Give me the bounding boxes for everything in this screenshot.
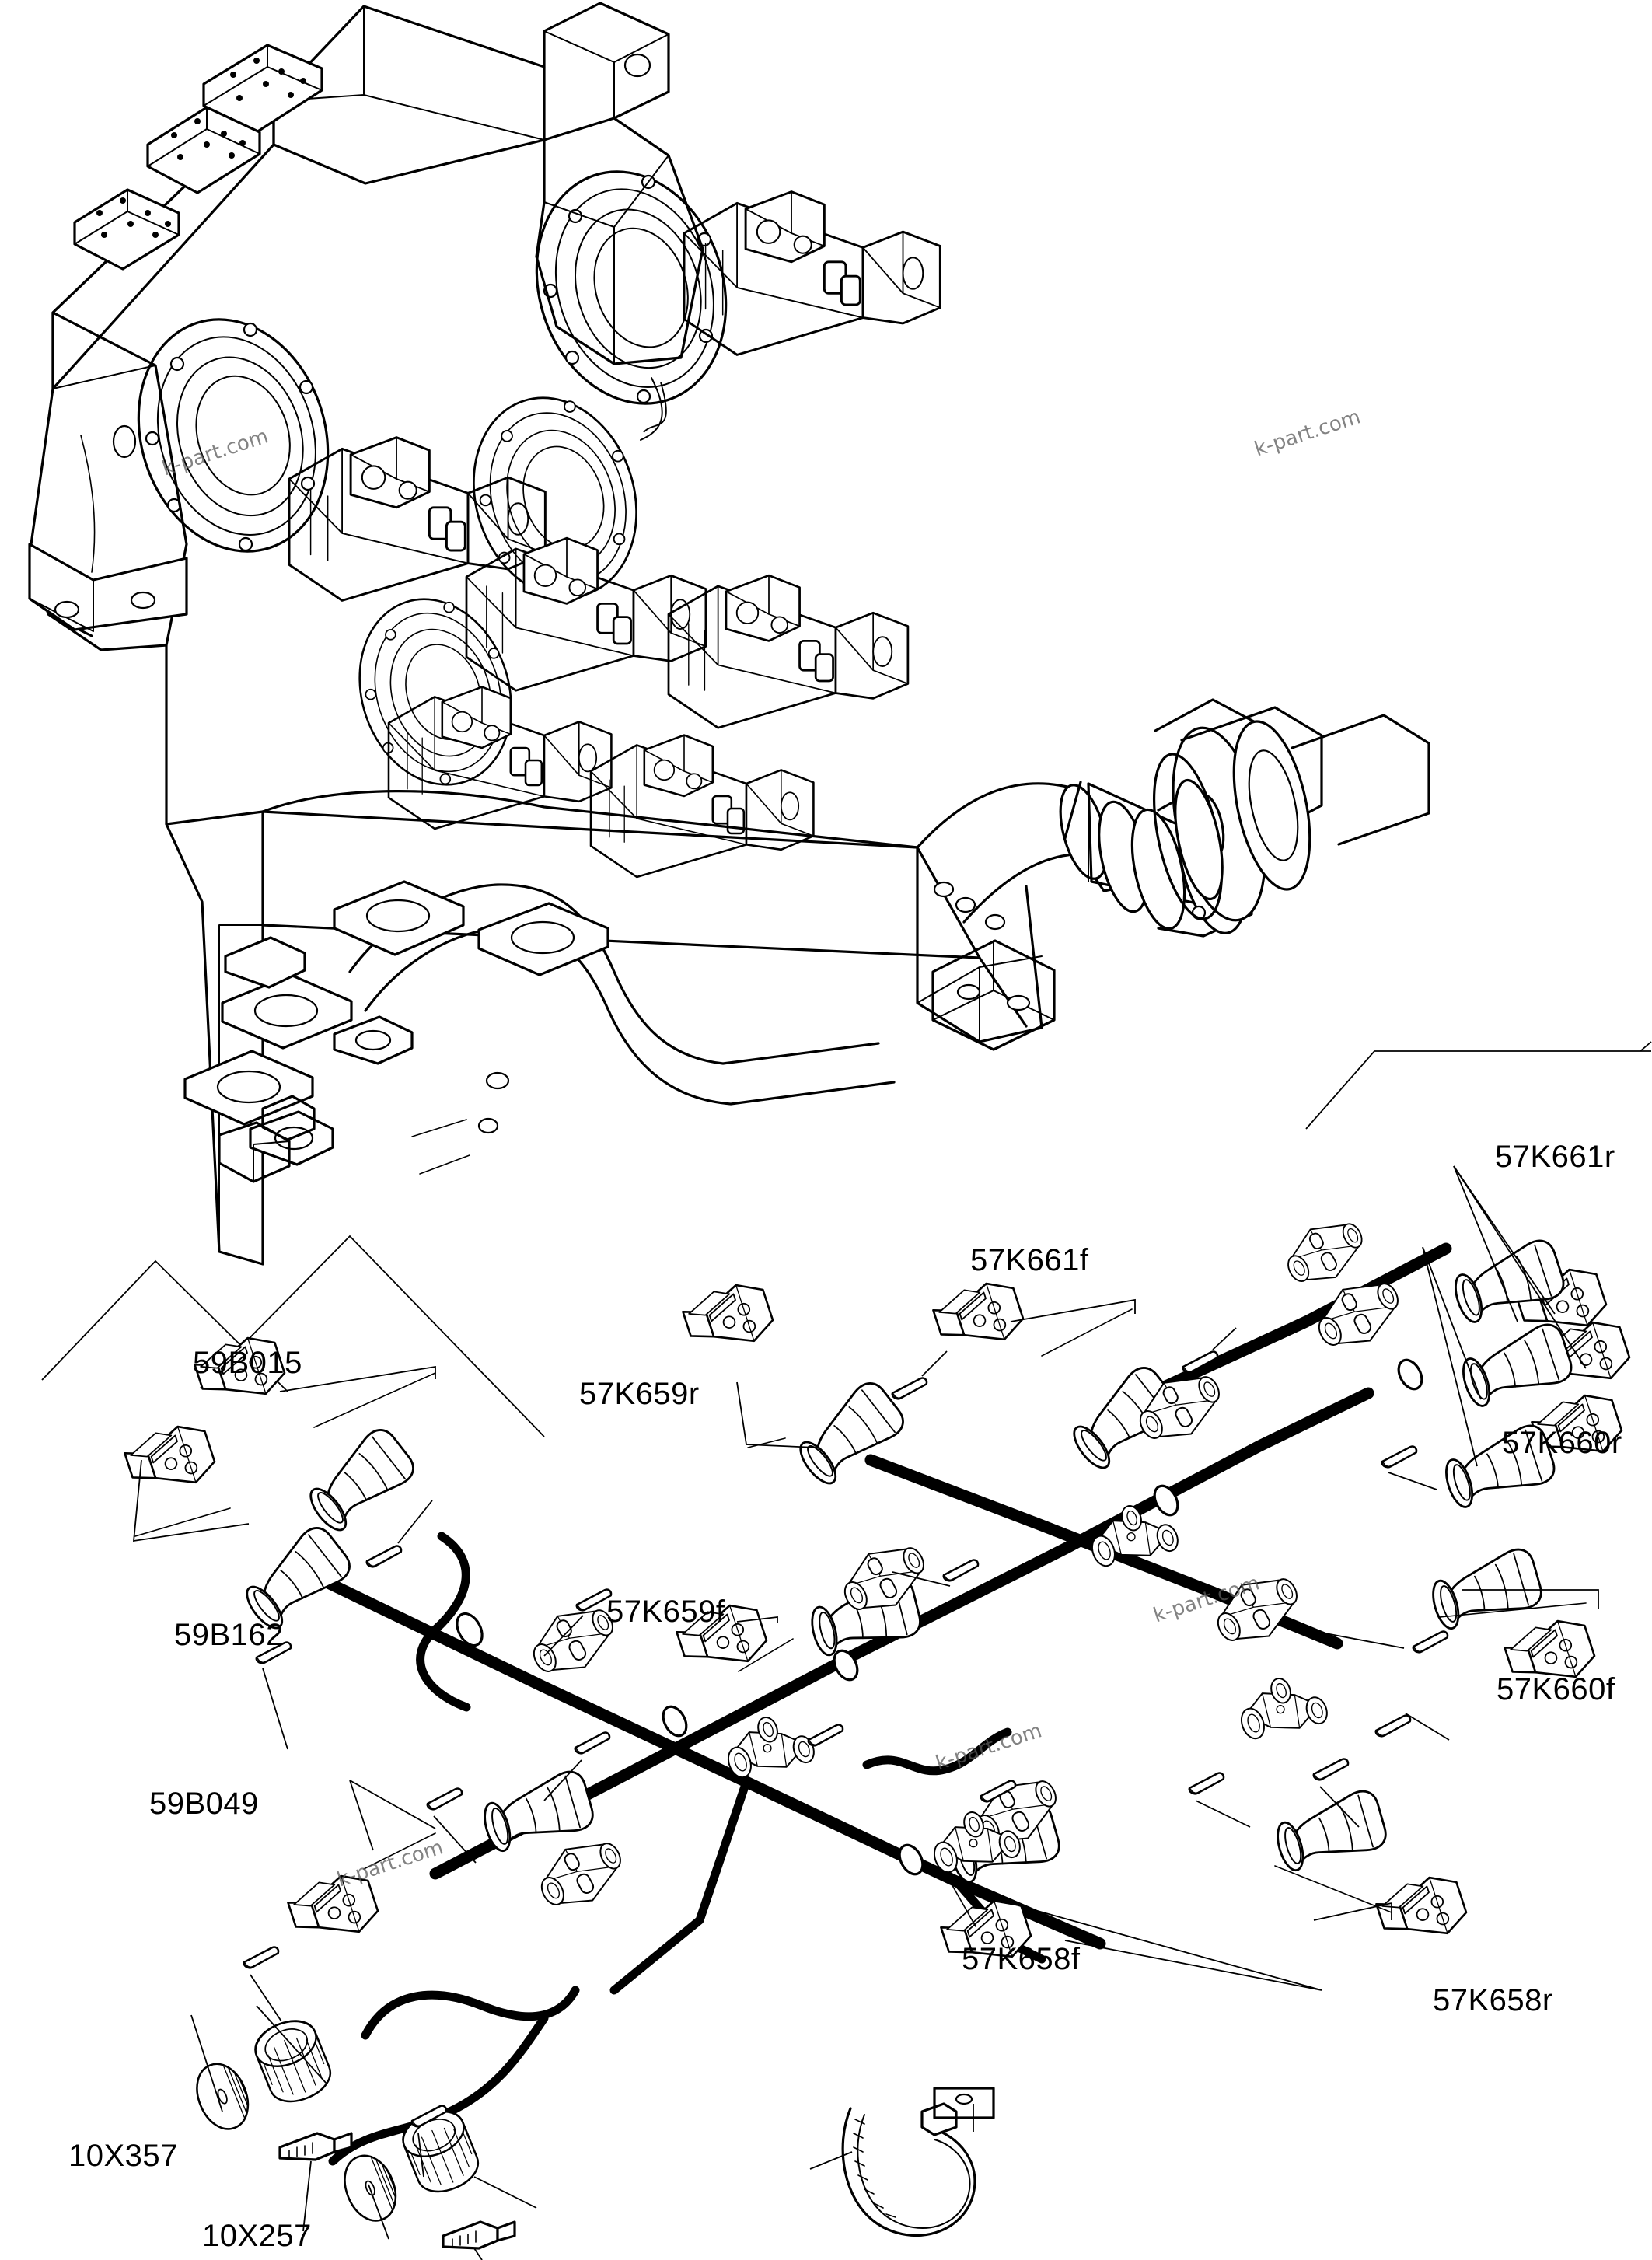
harness-loop-left	[416, 1532, 471, 1712]
lead-57K660f	[1424, 1544, 1600, 1696]
lead-57K661r-b	[1453, 1165, 1635, 1398]
screw-1	[278, 2132, 353, 2161]
part-label-57K661r: 57K661r	[1495, 1140, 1615, 1174]
lead-57K659f	[672, 1574, 925, 1681]
gearbox-frame-beam	[51, 2, 670, 390]
lead-57K658r	[1269, 1786, 1472, 1953]
harness-loop-center	[862, 1727, 1012, 1776]
lead-57K659r	[679, 1276, 910, 1491]
lead-59B015	[190, 1329, 436, 1538]
harness-trunk-upper-right	[1144, 1242, 1452, 1399]
part-label-57K659f: 57K659f	[606, 1595, 725, 1629]
end-flange-disc	[1063, 778, 1224, 901]
harness-branch-lower	[609, 1777, 751, 1995]
roll-pins	[255, 1327, 1450, 1864]
part-label-10X357: 10X357	[68, 2139, 178, 2173]
cable-tie	[809, 2102, 976, 2237]
part-label-57K661f: 57K661f	[970, 1243, 1089, 1277]
part-label-57K658f: 57K658f	[962, 1942, 1081, 1976]
part-label-57K660f: 57K660f	[1497, 1672, 1615, 1706]
part-label-57K659r: 57K659r	[579, 1377, 700, 1411]
axle-tube-flange	[916, 698, 1430, 938]
pump-unit-5	[387, 686, 613, 830]
id-tag	[933, 2087, 995, 2132]
part-label-59B162: 59B162	[174, 1618, 284, 1652]
harness-sleeves	[456, 1358, 1423, 1876]
assembly-10X357	[187, 1946, 353, 2232]
wiring-harness	[120, 1165, 1635, 2260]
part-label-10X257: 10X257	[202, 2219, 312, 2253]
base-frame-plate	[165, 644, 1043, 1266]
harness-trunk-secondary	[429, 1387, 1374, 1880]
lead-57K660r-b	[1422, 1246, 1559, 1512]
lead-57K661f	[929, 1274, 1184, 1476]
lead-57K661r-a	[1446, 1165, 1612, 1345]
pump-unit-6	[589, 734, 815, 879]
assembly-10X257	[334, 2101, 537, 2260]
upper-machine-assembly	[28, 2, 1430, 1266]
lead-59B162	[120, 1417, 357, 1636]
lead-57K658f	[937, 1797, 1322, 1991]
part-label-57K658r: 57K658r	[1433, 1983, 1553, 2017]
lead-59B049	[284, 1766, 598, 1951]
part-label-59B015: 59B015	[193, 1346, 302, 1380]
harness-loop-bottom-left	[361, 1986, 580, 2040]
part-label-59B049: 59B049	[149, 1787, 259, 1821]
part-label-57K660r: 57K660r	[1502, 1426, 1622, 1460]
left-housing-body	[28, 311, 188, 651]
screw-2	[442, 2220, 516, 2250]
